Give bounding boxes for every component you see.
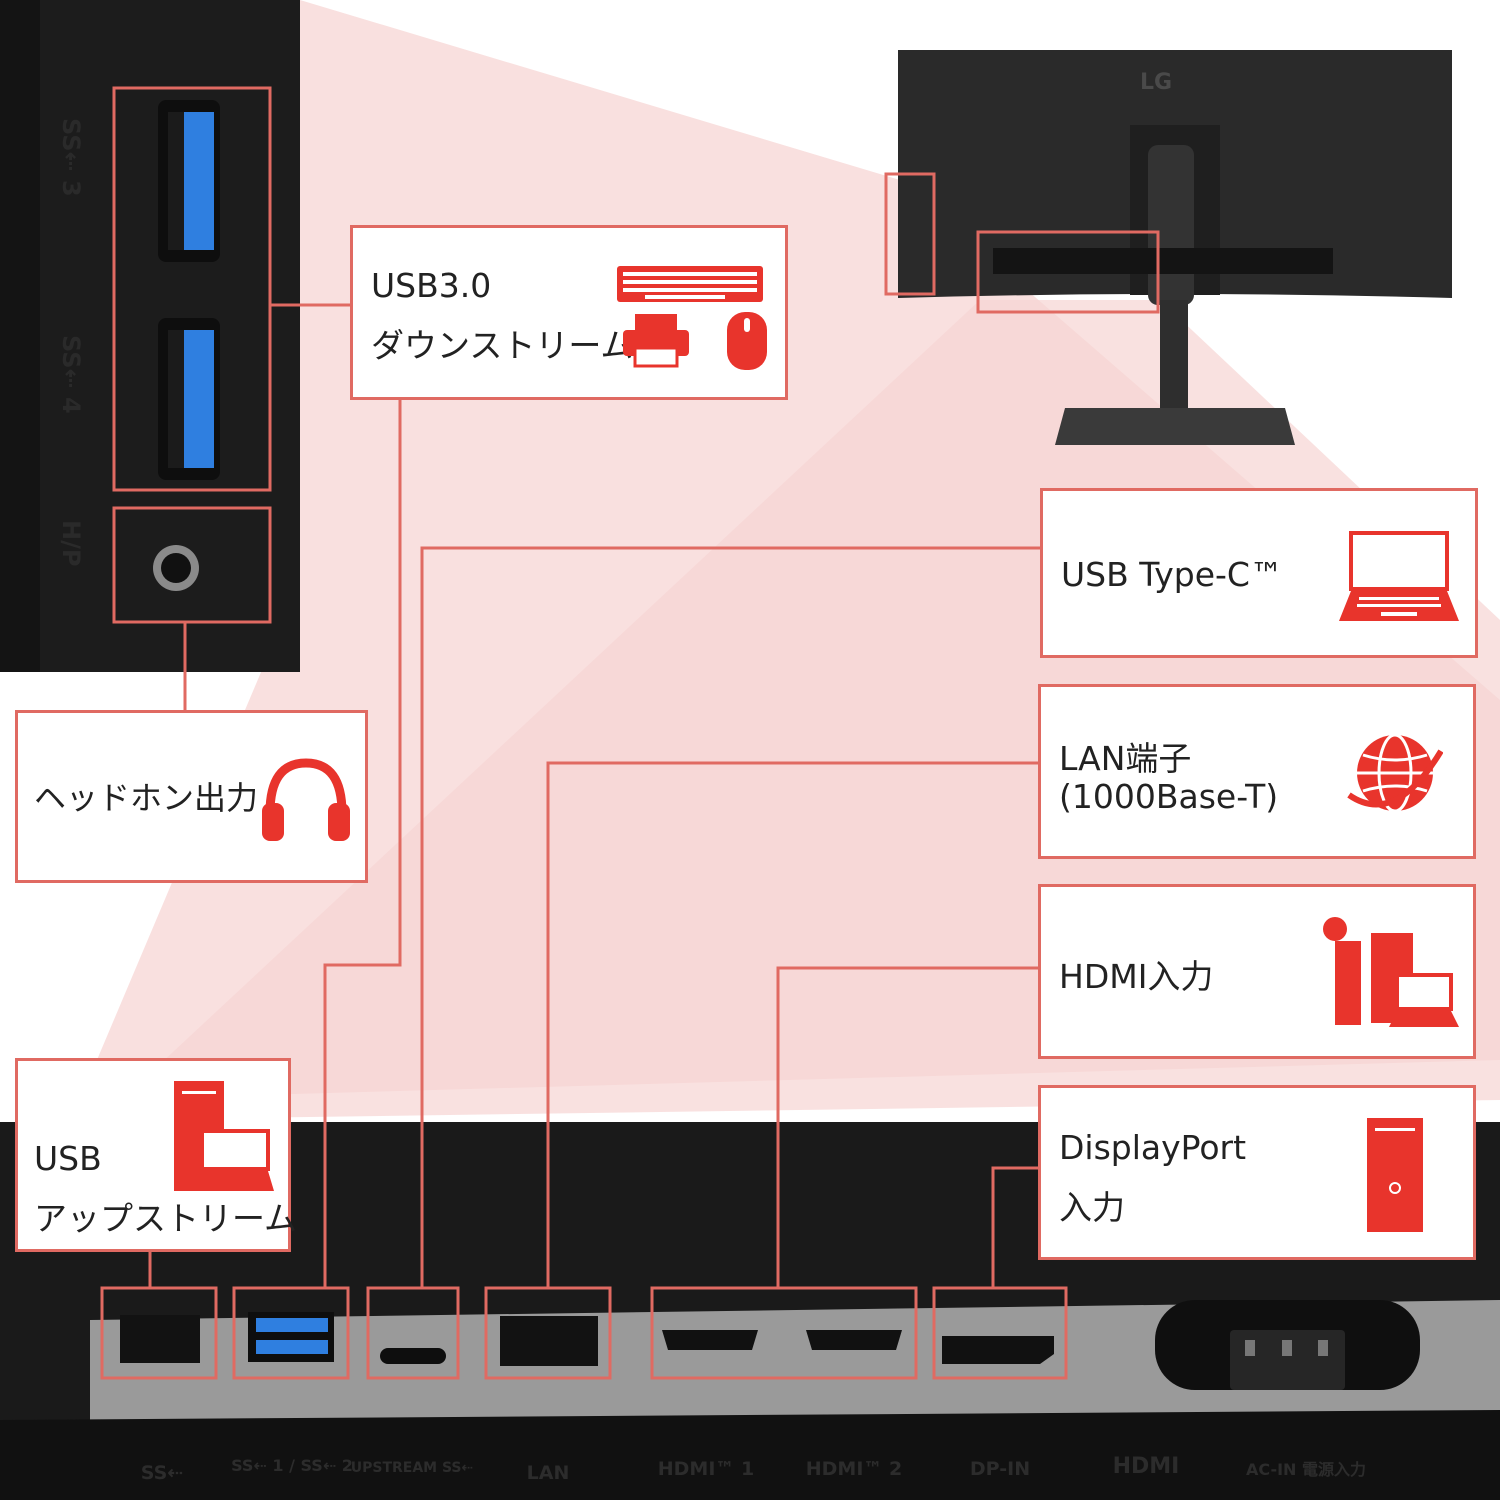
bottom-label-ac-in: AC-IN 電源入力 [1245,1460,1367,1479]
port-usb-upstream [120,1315,200,1363]
printer-icon [623,314,689,368]
callout-displayport: DisplayPort 入力 [1038,1085,1476,1260]
callout-usb-type-c: USB Type-C™ [1040,488,1478,658]
callout-headphone-label: ヘッドホン出力 [34,779,259,817]
side-port-label-hp: H/P [57,520,85,567]
port-displayport [942,1336,1054,1364]
side-panel-edge [0,0,40,672]
usb-port-3-pins [168,112,184,250]
side-port-label-ss4: SS⇠ 4 [57,335,85,414]
callout-headphone: ヘッドホン出力 [15,710,368,883]
bottom-label-hdmi2: HDMI™ 2 [805,1458,903,1480]
callout-lan-title: LAN端子 [1059,739,1192,778]
port-usb-down-1 [256,1318,328,1332]
port-plate [90,1300,1500,1420]
port-hdmi-1 [662,1330,758,1350]
monitor-stand-neck [1148,145,1194,305]
callout-lan: LAN端子 (1000Base-T) [1038,684,1476,859]
desktop-tower-icon [1367,1118,1423,1232]
ac-pin [1282,1340,1292,1356]
monitor-base [1055,408,1295,445]
callout-hdmi: HDMI入力 [1038,884,1476,1059]
callout-usb30-subtitle: ダウンストリーム [371,326,634,365]
bottom-label-dp-in: DP-IN [969,1458,1031,1480]
bottom-label-usb-up: SS⇠ [140,1462,184,1484]
bottom-label-hdmi1: HDMI™ 1 [657,1458,755,1480]
callout-usb30-title: USB3.0 [371,266,492,305]
callout-usb-upstream: USB アップストリーム [15,1058,297,1252]
laptop-icon [1339,531,1459,621]
monitor-port-strip [993,248,1333,274]
ac-pin [1318,1340,1328,1356]
brand-logo: LG [1140,70,1173,95]
headphones-icon [262,758,350,841]
bottom-label-lan: LAN [526,1462,570,1484]
bottom-label-upstream: UPSTREAM SS⇠ [350,1460,474,1476]
desktop-laptop-icon [1323,917,1459,1027]
keyboard-icon [617,266,763,302]
port-usb-down-2 [256,1340,328,1354]
callout-lan-subtitle: (1000Base-T) [1059,777,1279,816]
callout-usb-upstream-subtitle: アップストリーム [34,1199,298,1238]
bottom-label-hdmi-logo: HDMI [1112,1454,1180,1479]
callout-displayport-title: DisplayPort [1059,1128,1247,1167]
callout-usb-type-c-label: USB Type-C™ [1061,555,1283,594]
mouse-icon [727,312,767,370]
port-usb-c [380,1348,446,1364]
ac-pin [1245,1340,1255,1356]
connector-lines [100,86,1160,1380]
globe-icon [1347,733,1443,813]
usb-port-4-pins [168,330,184,468]
port-hdmi-2 [806,1330,902,1350]
callout-displayport-subtitle: 入力 [1059,1188,1125,1227]
callout-usb-upstream-title: USB [34,1139,102,1178]
port-lan [500,1316,598,1366]
bottom-label-usb-down: SS⇠ 1 / SS⇠ 2 [231,1456,353,1475]
side-panel [0,0,300,672]
port-ac-socket [1230,1330,1345,1390]
callout-usb30-downstream: USB3.0 ダウンストリーム [350,225,788,400]
side-port-label-ss3: SS⇠ 3 [57,118,85,197]
desktop-laptop-icon [174,1081,274,1191]
bottom-lower [0,1410,1500,1500]
callout-hdmi-label: HDMI入力 [1059,957,1214,996]
headphone-jack-hole [161,553,191,583]
